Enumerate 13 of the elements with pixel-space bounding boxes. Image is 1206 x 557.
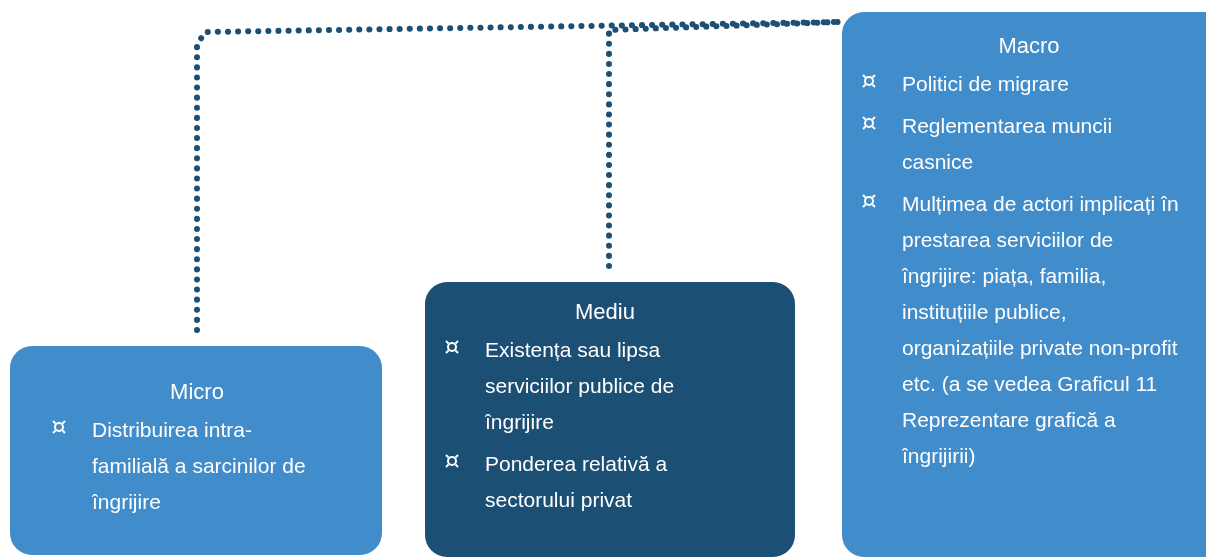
bullet-text: Existența sau lipsa serviciilor publice de îngrijire xyxy=(485,337,676,435)
box-heading: Micro xyxy=(169,378,225,406)
bullet-text: Mulțimea de actori implicați în prestarea serviciilor de îngrijire: piața, familia, instituțiile publice, organizațiile private non-profit etc. (a se vedea Graficul 11 Reprezentare grafică a îngrijirii) xyxy=(902,191,1180,469)
bullet-text: Reglementarea muncii casnice xyxy=(902,113,1114,175)
bullet-text: Politici de migrare xyxy=(902,71,1069,97)
category-box xyxy=(10,346,382,555)
box-heading: Mediu xyxy=(574,298,636,326)
category-box xyxy=(425,282,795,557)
box-heading: Macro xyxy=(997,32,1061,60)
category-box xyxy=(842,12,1206,557)
bullet-text: Distribuirea intra-familială a sarcinilor de îngrijire xyxy=(92,417,307,515)
bullet-text: Ponderea relativă a sectorului privat xyxy=(485,451,669,513)
dotted-connector xyxy=(606,19,841,269)
